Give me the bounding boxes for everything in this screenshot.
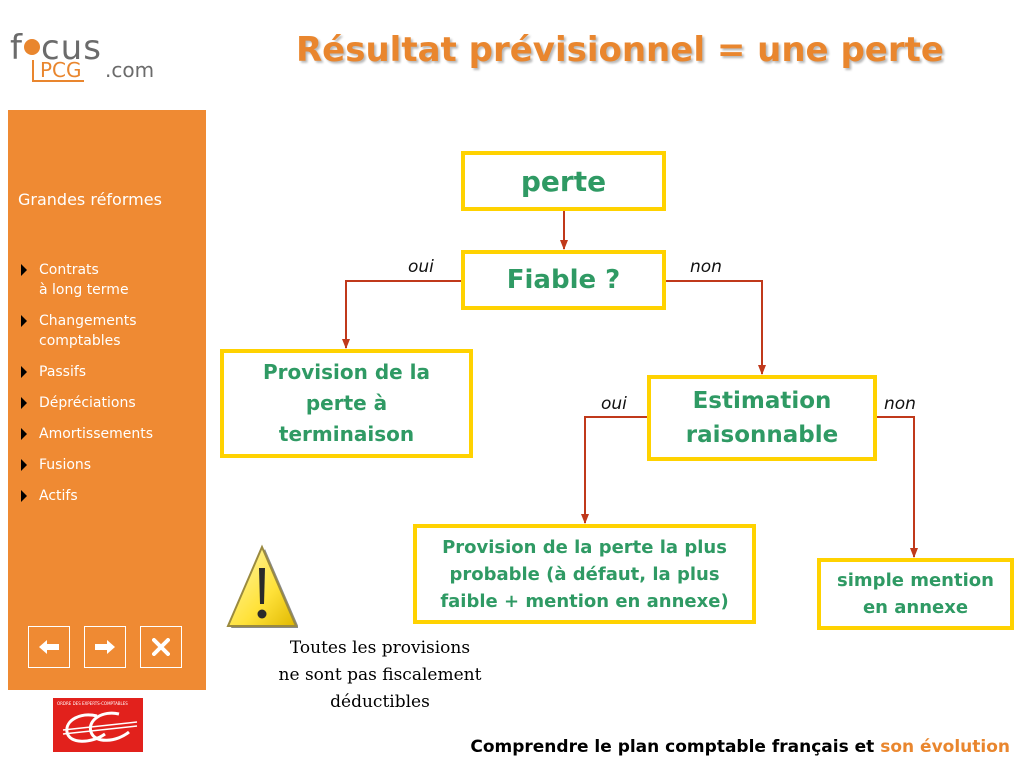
node-mention-annexe: simple mention en annexe	[817, 558, 1014, 630]
oec-logo: ORDRE DES EXPERTS-COMPTABLES	[53, 698, 143, 752]
label-non-fiable: non	[690, 257, 722, 277]
node-provision-probable: Provision de la perte la plus probable (…	[413, 524, 756, 624]
bullet-triangle-icon	[21, 459, 27, 471]
bullet-triangle-icon	[21, 264, 27, 276]
arrow-left-icon	[39, 640, 59, 654]
warning-icon	[226, 544, 298, 628]
warning-text: Toutes les provisions ne sont pas fiscal…	[278, 638, 482, 712]
label-oui-fiable: oui	[408, 257, 434, 277]
node-estimation: Estimation raisonnable	[647, 375, 877, 461]
sidebar-item-label: Changements comptables	[39, 313, 137, 349]
oec-logo-caption: ORDRE DES EXPERTS-COMPTABLES	[57, 701, 128, 706]
connector-fiable-oui	[342, 280, 463, 349]
node-provision-terminaison: Provision de la perte à terminaison	[220, 349, 473, 458]
connector-estimation-oui	[581, 416, 648, 524]
sidebar-item-fusions[interactable]: Fusions	[18, 455, 203, 475]
bullet-triangle-icon	[21, 490, 27, 502]
connector-estimation-non	[876, 416, 918, 558]
sidebar-item-label: Contrats à long terme	[39, 262, 129, 298]
bullet-triangle-icon	[21, 315, 27, 327]
bullet-triangle-icon	[21, 397, 27, 409]
sidebar: Grandes réformes Contrats à long terme C…	[8, 110, 206, 690]
sidebar-item-depreciations[interactable]: Dépréciations	[18, 393, 203, 413]
sidebar-item-label: Actifs	[39, 488, 78, 504]
next-button[interactable]	[84, 626, 126, 668]
sidebar-item-label: Fusions	[39, 457, 92, 473]
close-icon	[152, 638, 170, 656]
sidebar-item-label: Passifs	[39, 364, 87, 380]
footer-accent-text: son évolution	[880, 737, 1010, 757]
page-title: Résultat prévisionnel = une perte	[296, 30, 944, 70]
sidebar-item-amortissements[interactable]: Amortissements	[18, 424, 203, 444]
bullet-triangle-icon	[21, 366, 27, 378]
sidebar-item-label: Amortissements	[39, 426, 154, 442]
logo-com-text: .com	[105, 58, 155, 82]
node-fiable: Fiable ?	[461, 250, 666, 310]
arrow-right-icon	[95, 640, 115, 654]
label-non-estimation: non	[884, 394, 916, 414]
sidebar-title: Grandes réformes	[18, 190, 162, 209]
bullet-triangle-icon	[21, 428, 27, 440]
sidebar-item-changements[interactable]: Changements comptables	[18, 311, 203, 351]
sidebar-item-actifs[interactable]: Actifs	[18, 486, 203, 506]
sidebar-item-contrats[interactable]: Contrats à long terme	[18, 260, 203, 300]
prev-button[interactable]	[28, 626, 70, 668]
oec-logo-mark	[62, 711, 138, 743]
sidebar-menu: Contrats à long terme Changements compta…	[18, 260, 203, 517]
sidebar-item-passifs[interactable]: Passifs	[18, 362, 203, 382]
sidebar-item-label: Dépréciations	[39, 395, 136, 411]
footer-caption: Comprendre le plan comptable français et…	[470, 737, 1010, 757]
footer-main-text: Comprendre le plan comptable français et	[470, 737, 875, 757]
logo-pcg-text: PCG	[32, 60, 84, 82]
node-perte: perte	[461, 151, 666, 211]
close-button[interactable]	[140, 626, 182, 668]
connector-fiable-non	[666, 280, 766, 375]
label-oui-estimation: oui	[601, 394, 627, 414]
